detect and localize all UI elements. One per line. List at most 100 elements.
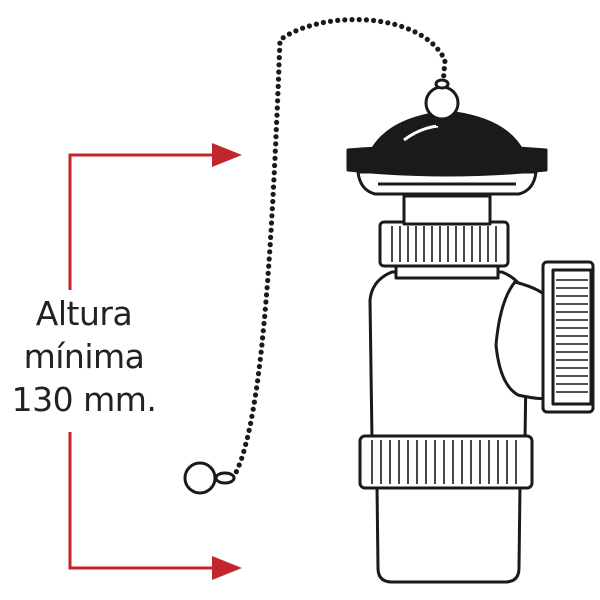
chain-bead: [378, 18, 384, 25]
chain-bead: [385, 20, 391, 26]
chain-bead: [268, 234, 274, 240]
chain-bead: [273, 127, 279, 133]
chain-bead: [255, 378, 261, 384]
chain-bead: [262, 313, 268, 319]
chain-bead: [269, 213, 275, 219]
chain-bead: [272, 148, 278, 154]
chain-bead: [267, 249, 273, 255]
chain-bead: [248, 420, 254, 426]
stopper-knob: [424, 85, 460, 121]
chain-bead: [267, 242, 273, 248]
chain-bead: [306, 23, 312, 29]
chain-bead: [251, 399, 257, 405]
side-outlet-nut: [541, 260, 595, 414]
chain-bead: [363, 17, 369, 23]
chain-bead: [442, 58, 448, 64]
chain-bead: [271, 177, 277, 183]
chain-bead: [260, 328, 266, 334]
chain-bead: [263, 299, 269, 305]
chain-bead: [277, 47, 283, 54]
chain-bead: [399, 23, 405, 30]
label-line-2: mínima: [23, 337, 145, 376]
chain-bead: [259, 342, 265, 348]
chain-bead: [405, 26, 412, 32]
chain-bead: [266, 263, 272, 269]
chain-bead: [418, 32, 424, 39]
chain-bead: [392, 21, 398, 27]
chain-bead: [256, 363, 262, 370]
label-line-1: Altura: [35, 294, 133, 333]
upper-nut: [378, 220, 510, 268]
neck-upper: [402, 194, 492, 226]
chain-bead: [335, 17, 341, 23]
chain-bead: [250, 406, 256, 412]
chain-bead: [441, 73, 447, 79]
chain-bead: [244, 434, 251, 441]
top-arrow-line: [68, 153, 225, 290]
chain-bead: [254, 385, 260, 391]
chain-bead: [265, 277, 271, 284]
stopper-knob-stem: [436, 118, 448, 126]
height-dimension-arrows: [68, 153, 225, 570]
chain-bead: [260, 335, 266, 341]
bottom-arrow-head: [212, 556, 242, 580]
top-arrow-head: [212, 143, 242, 167]
side-outlet-elbow: [494, 280, 550, 401]
chain-bead: [313, 21, 319, 27]
chain-bead: [327, 18, 334, 24]
chain-bead: [262, 306, 268, 312]
chain-bead: [274, 112, 280, 118]
chain-bead: [252, 392, 259, 398]
chain-bead: [424, 36, 430, 43]
chain-bead: [274, 119, 280, 125]
stopper-highlight: [403, 124, 439, 142]
chain-bead: [412, 29, 418, 35]
chain-bead: [233, 469, 239, 475]
chain-bead: [280, 35, 286, 41]
chain-bead: [274, 105, 280, 111]
chain-bead: [439, 52, 445, 58]
chain-pull-ring: [183, 461, 236, 495]
chain-bead: [277, 40, 283, 46]
chain-bead: [275, 98, 281, 104]
chain-bead: [270, 191, 276, 197]
chain-bead: [300, 25, 306, 31]
chain-bead: [293, 28, 299, 34]
chain-bead: [265, 270, 271, 276]
chain-bead: [257, 356, 263, 362]
chain-bead: [258, 349, 264, 355]
chain-bead: [272, 155, 278, 161]
chain-bead: [276, 62, 282, 68]
chain-bead: [275, 91, 281, 97]
chain-bead: [275, 76, 282, 82]
chain-bead: [270, 184, 277, 190]
chain-bead: [255, 371, 262, 377]
chain-bead: [349, 17, 355, 23]
chain-bead: [246, 427, 252, 433]
chain-bead: [441, 66, 447, 72]
chain-bead: [263, 292, 270, 298]
chain-bead: [430, 41, 436, 47]
chain-bead: [371, 17, 377, 24]
chain-bead: [275, 83, 281, 89]
chain-bead: [273, 134, 279, 140]
bottom-arrow-line: [68, 432, 225, 570]
chain-bead: [435, 46, 441, 52]
chain-bead: [273, 141, 279, 147]
chain-bead: [268, 220, 275, 226]
chain-bead: [261, 320, 267, 327]
bottle-trap: [346, 78, 595, 584]
chain-bead: [271, 170, 277, 176]
chain-bead: [249, 413, 255, 419]
chain-bead: [342, 17, 348, 23]
chain-bead: [320, 19, 326, 26]
chain-bead: [264, 285, 270, 291]
minimum-height-label: Altura mínima 130 mm.: [0, 292, 168, 421]
chain-bead: [243, 441, 249, 447]
stopper-knob-loop: [434, 78, 450, 90]
chain-bead: [269, 206, 275, 212]
trap-lower-body: [375, 483, 522, 584]
chain-bead: [239, 455, 245, 461]
chain-bead: [276, 55, 282, 61]
